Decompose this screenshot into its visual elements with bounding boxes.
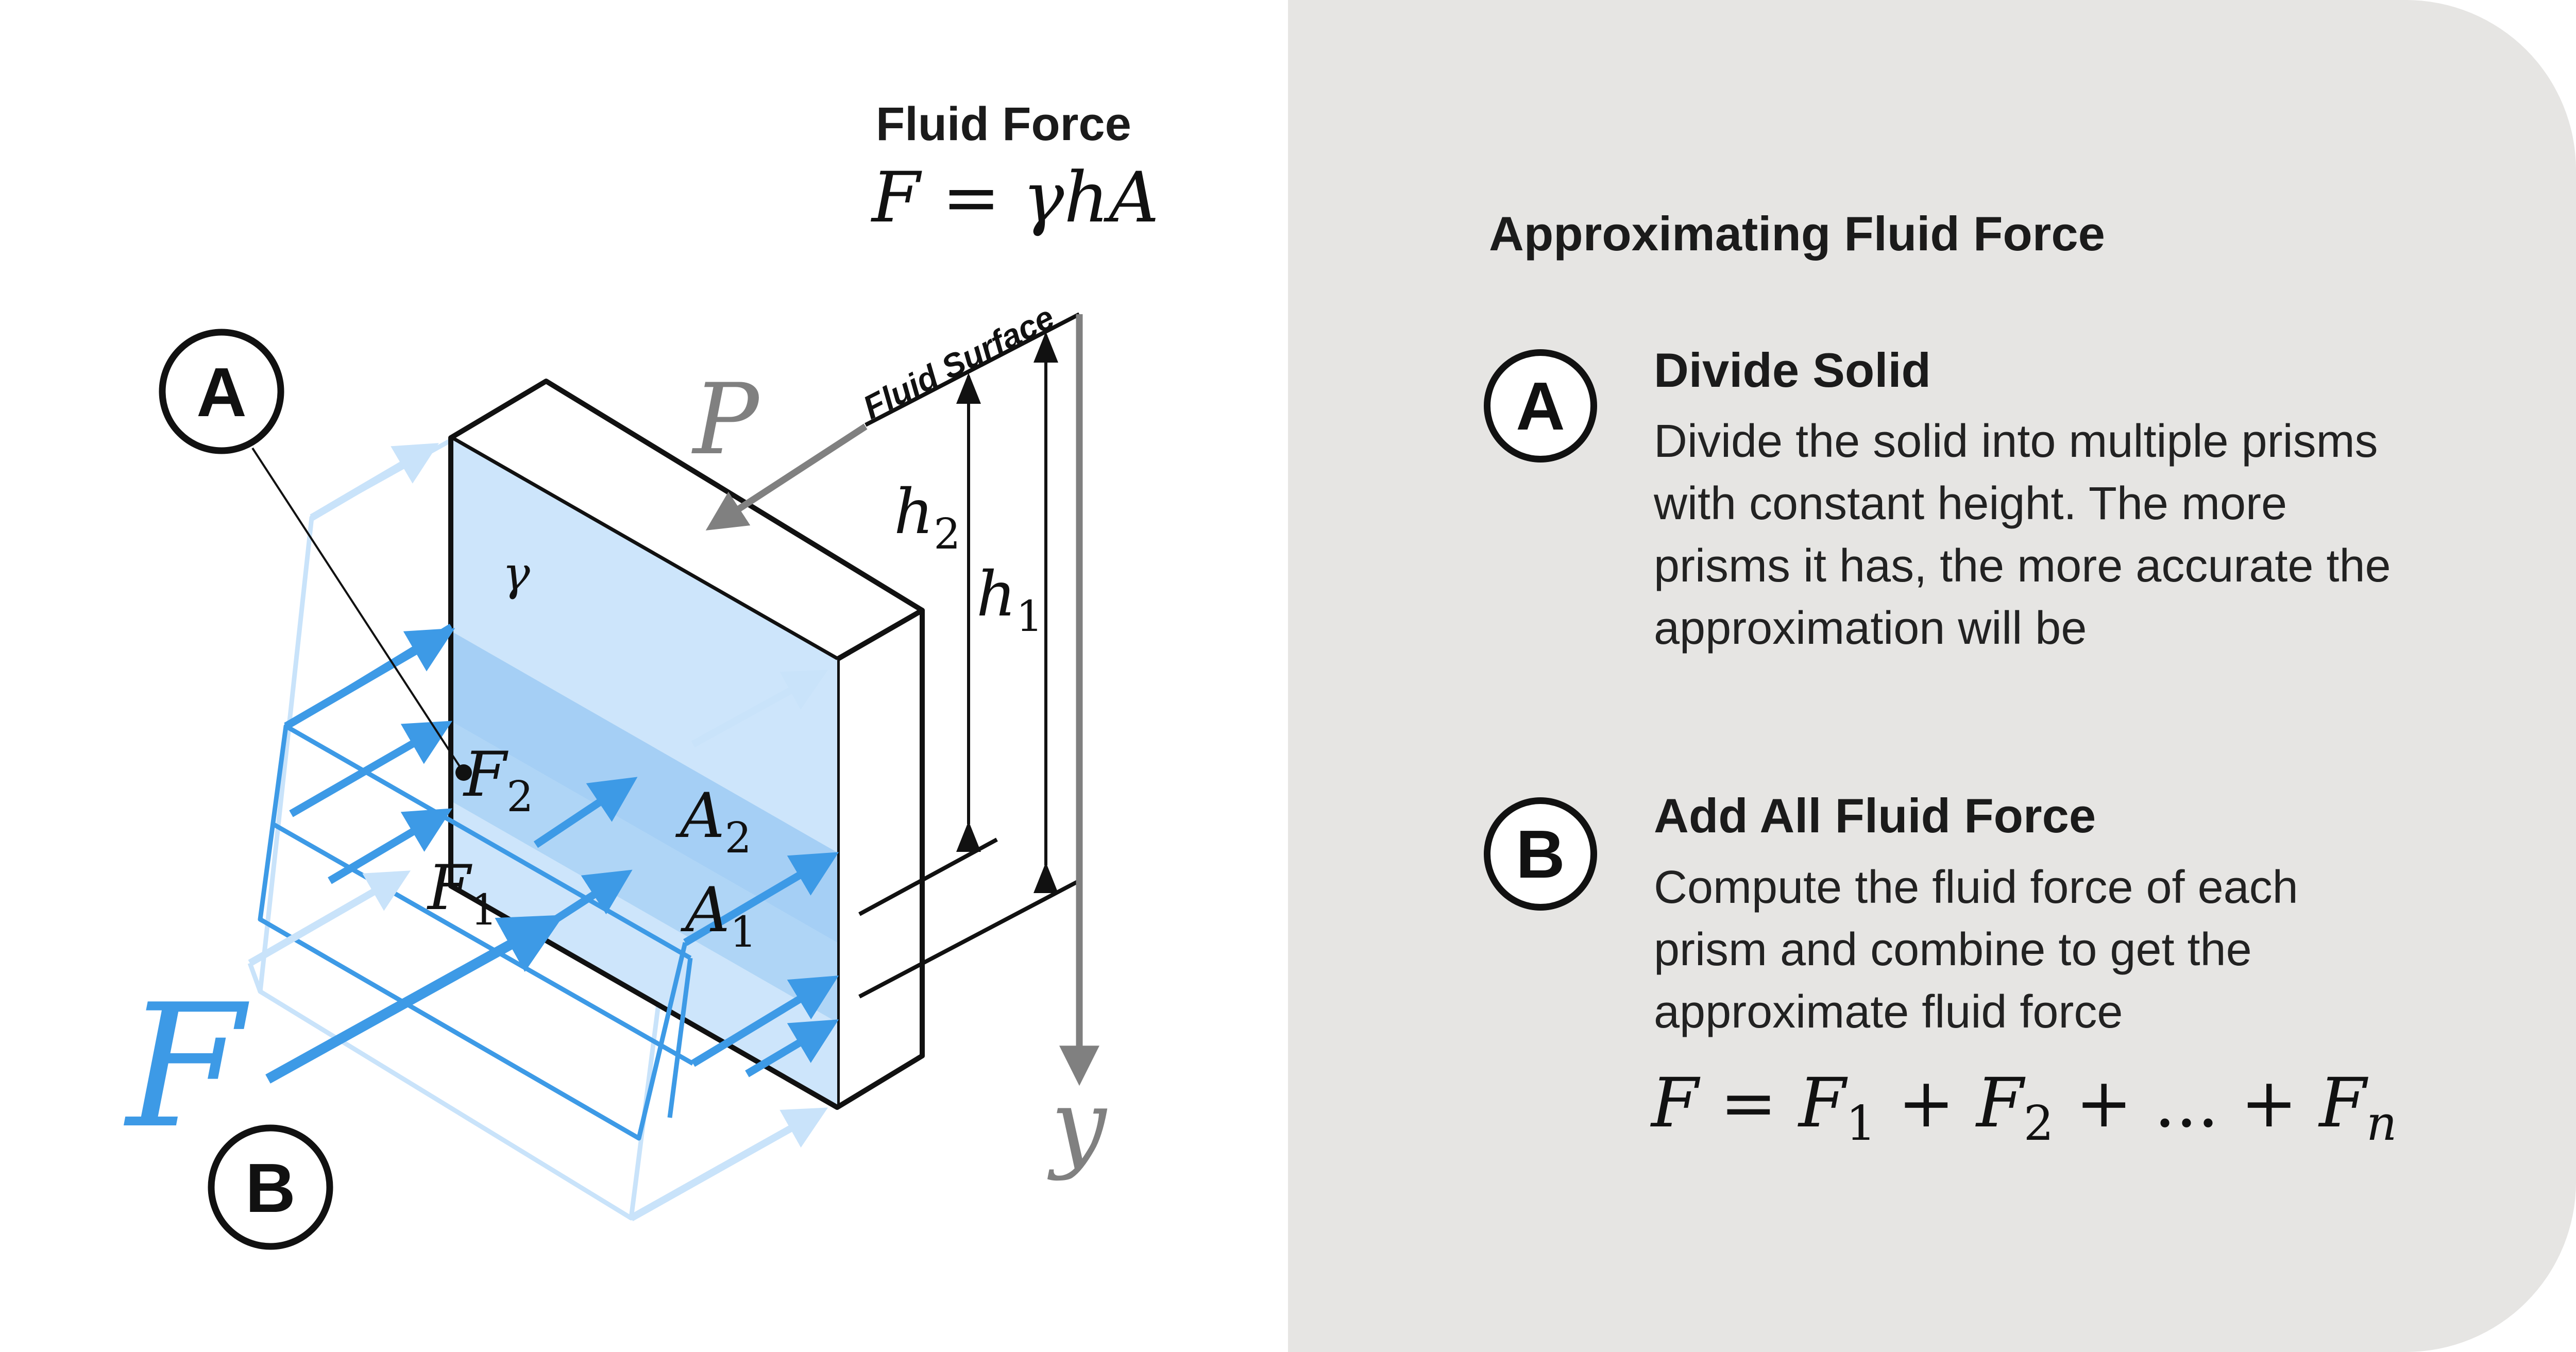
step-b-marker-letter: B	[1516, 816, 1565, 892]
fluid-force-diagram: Fluid Force F = γhA Fluid Surface P γ h2…	[124, 98, 1159, 1250]
total-force-formula: F = F1 + F2 + ... + Fn	[1651, 1064, 2397, 1151]
depth-axis-label: y	[1047, 1068, 1108, 1182]
pressure-label: P	[691, 363, 760, 476]
step-a-body: Divide the solid into multiple prisms wi…	[1654, 416, 2391, 654]
a1-label: A1	[680, 875, 757, 957]
h1-label: h1	[976, 559, 1043, 641]
panel-title: Approximating Fluid Force	[1489, 207, 2105, 261]
resultant-force-arrow	[265, 915, 564, 1084]
pressure-arrow	[691, 976, 839, 1067]
step-a-marker-letter: A	[1516, 368, 1565, 444]
prism-band-upper	[451, 631, 837, 943]
pressure-arrow	[745, 1019, 839, 1077]
f2-label: F2	[463, 739, 533, 822]
resultant-force-label: F	[124, 968, 251, 1166]
gamma-label: γ	[502, 547, 530, 601]
pressure-arrow	[284, 628, 455, 730]
dimension-lines	[858, 312, 1080, 999]
marker-a: A	[159, 329, 284, 454]
solid-side-face	[835, 608, 925, 1110]
explanation-panel: Approximating Fluid Force A Divide Solid…	[1288, 0, 2576, 1352]
leader-line-a	[251, 447, 465, 774]
f2-point	[455, 764, 472, 781]
figure-title: Fluid Force	[876, 98, 1131, 150]
fluid-surface-label: Fluid Surface	[857, 298, 1060, 426]
pressure-direction-arrow	[705, 423, 868, 530]
h2-label: h2	[894, 476, 960, 559]
step-b-title: Add All Fluid Force	[1654, 789, 2096, 843]
step-b-body: Compute the fluid force of each prism an…	[1654, 862, 2298, 1038]
pressure-arrows	[265, 628, 839, 1084]
pressure-arrow	[289, 721, 453, 817]
light-pressure-arrows	[248, 443, 828, 1222]
marker-b: B	[208, 1124, 333, 1250]
figure-formula: F = γhA	[870, 157, 1159, 238]
step-a-title: Divide Solid	[1654, 343, 1931, 397]
step-a-marker: A	[1484, 349, 1597, 463]
a2-label: A2	[675, 780, 752, 863]
step-b-marker: B	[1484, 797, 1597, 911]
marker-a-letter: A	[196, 353, 247, 431]
prism-band-lower	[451, 721, 837, 1022]
f1-label: F1	[427, 852, 497, 935]
pressure-arrow	[683, 852, 839, 946]
pressure-arrow	[533, 777, 638, 848]
pressure-arrow	[328, 808, 453, 884]
marker-b-letter: B	[245, 1149, 296, 1227]
